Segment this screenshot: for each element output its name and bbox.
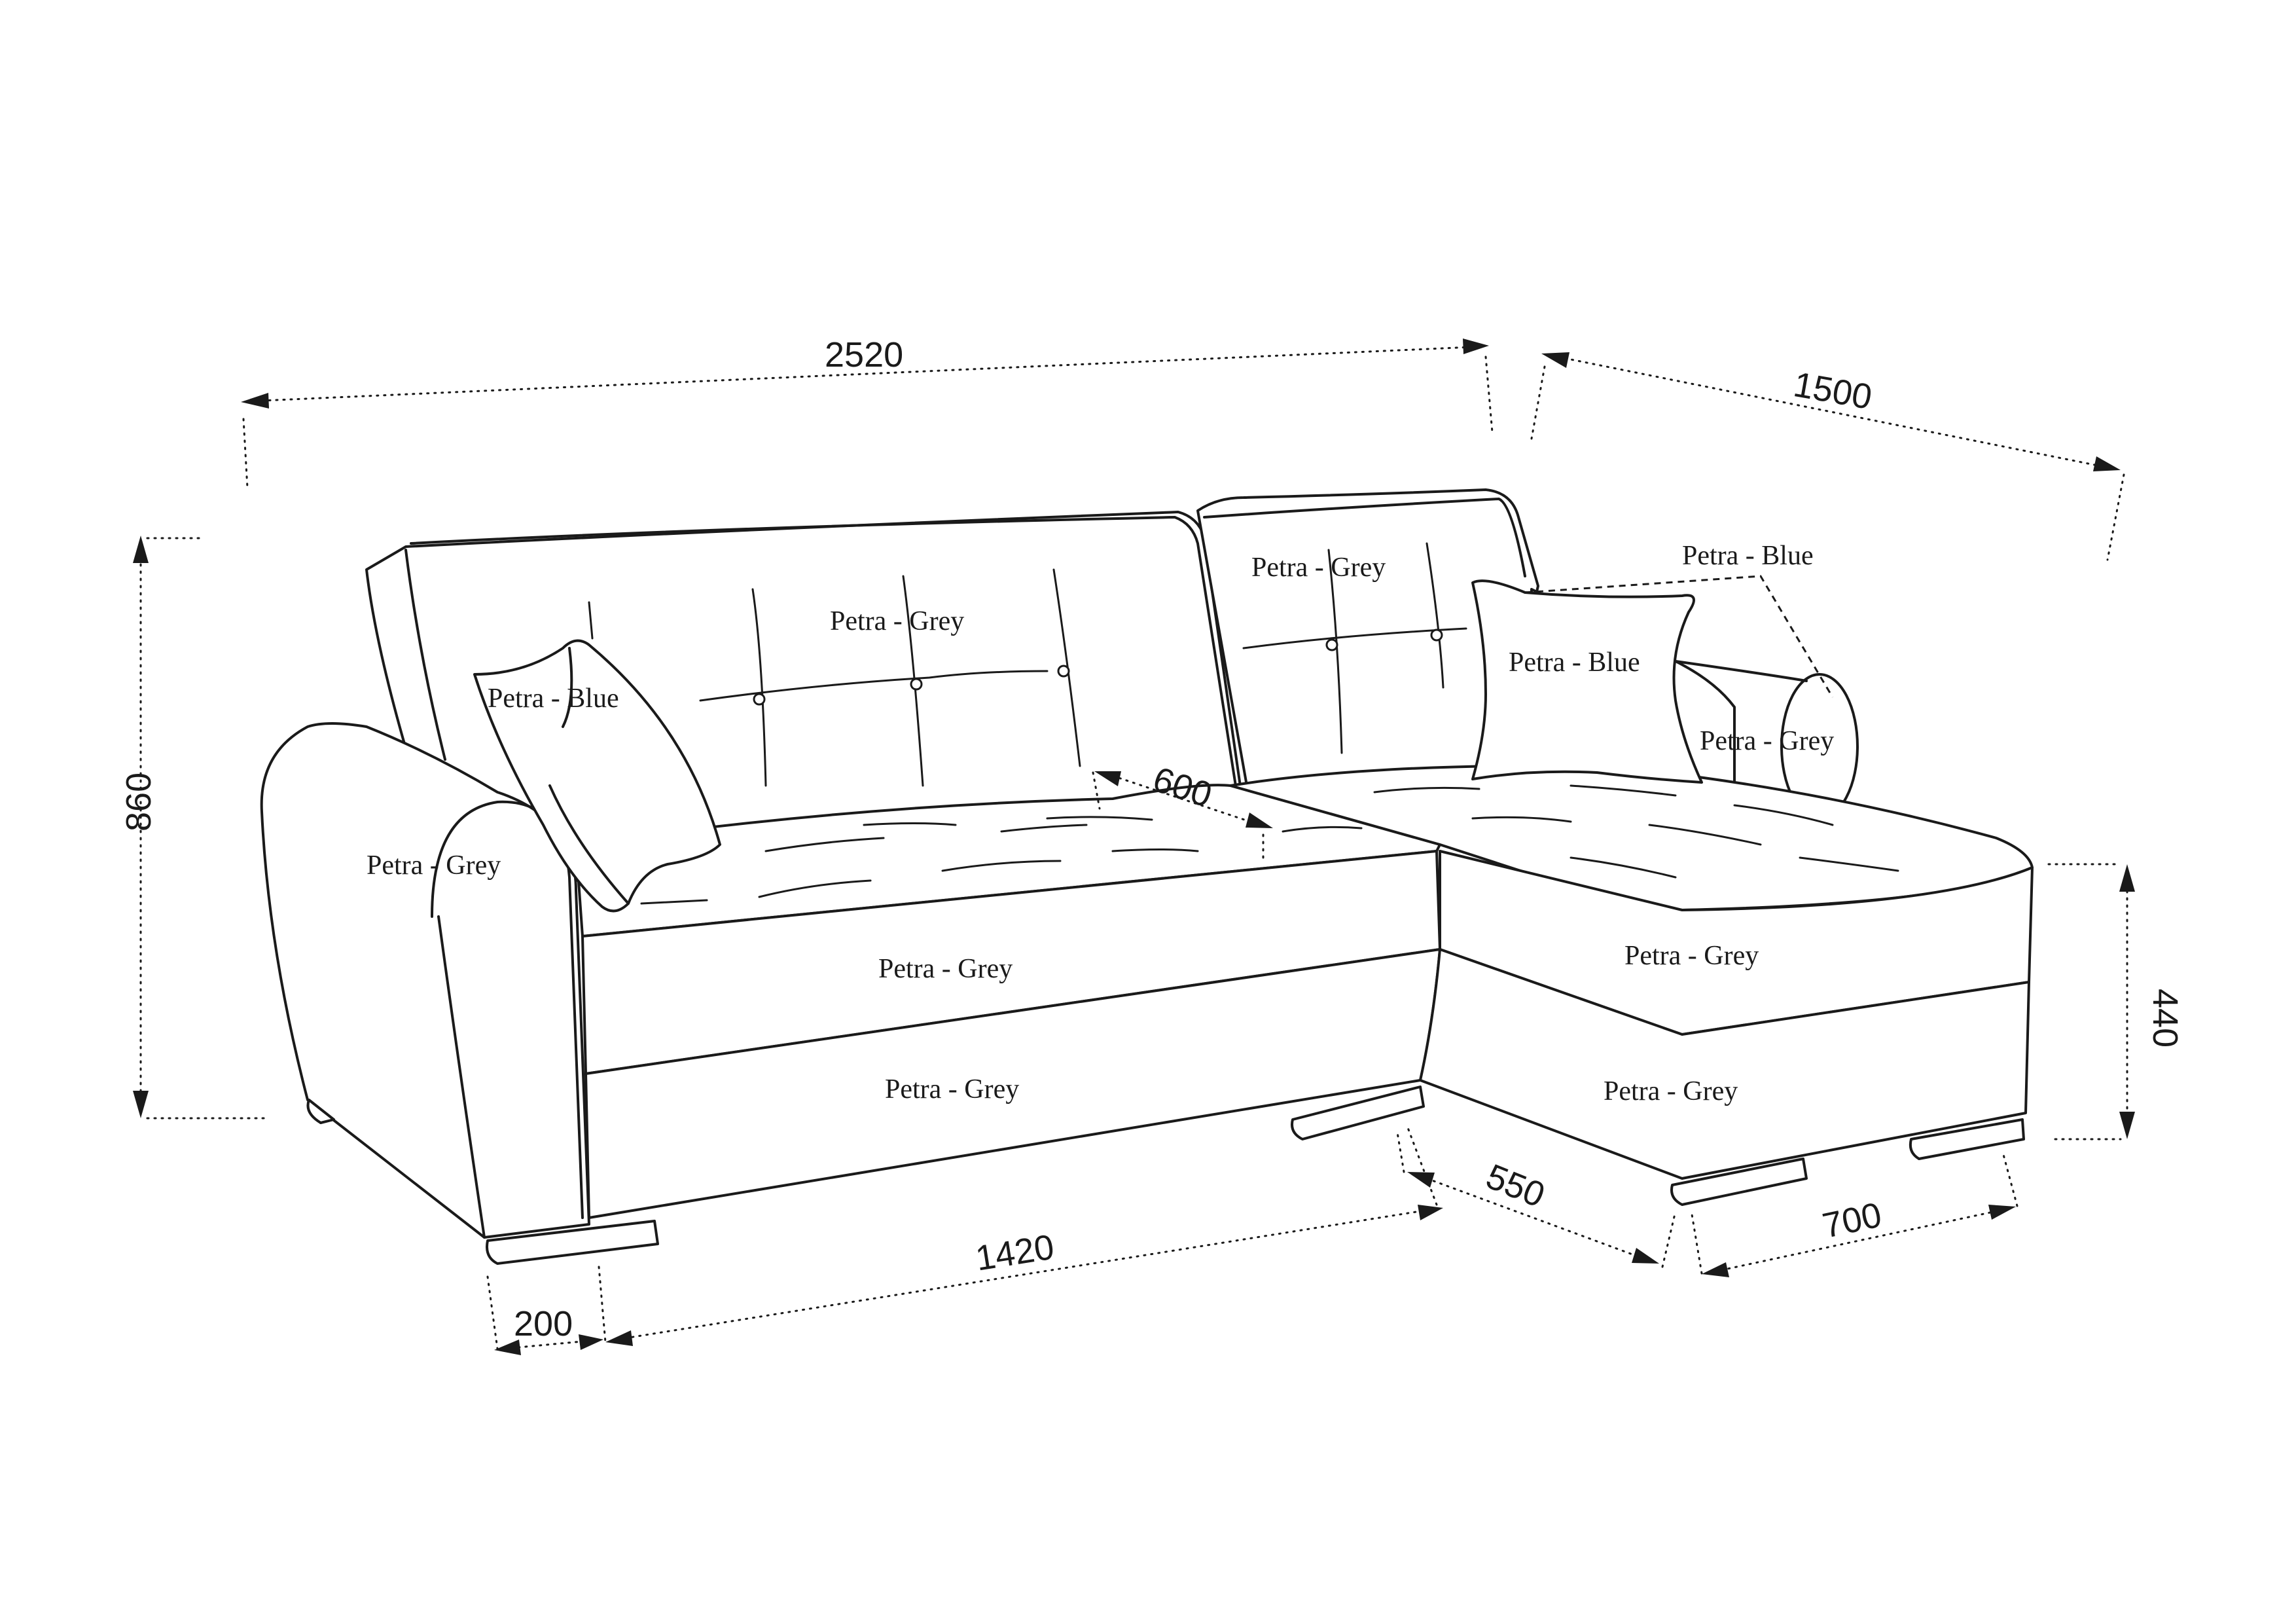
tufting bbox=[588, 542, 1899, 905]
material-chaise-back: Petra - Grey bbox=[1251, 553, 1386, 583]
sofa-body bbox=[260, 488, 2034, 1265]
tuft-button bbox=[910, 678, 923, 691]
dim-chaise-width: 550 bbox=[1480, 1157, 1550, 1215]
dim-seat-height: 440 bbox=[2145, 989, 2185, 1048]
leg-chaise-right bbox=[1909, 1118, 2025, 1160]
chaise-backrest bbox=[1196, 488, 1539, 787]
main-backrest-inner bbox=[404, 549, 446, 761]
dim-height: 860 bbox=[119, 773, 158, 831]
dimension-lines bbox=[133, 338, 2135, 1355]
material-front-upper: Petra - Grey bbox=[878, 954, 1013, 984]
material-left-arm: Petra - Grey bbox=[367, 850, 501, 881]
tuft-button bbox=[1057, 665, 1070, 678]
chaise-front-lower bbox=[1419, 948, 2030, 1180]
dim-arm-width: 200 bbox=[514, 1304, 573, 1343]
left-arm-front-edge bbox=[437, 915, 486, 1239]
dim-chaise-length: 1500 bbox=[1791, 365, 1875, 417]
leg-chaise-front bbox=[1670, 1158, 1808, 1206]
callout-leader bbox=[1524, 575, 1834, 698]
dim-total-width: 2520 bbox=[825, 335, 903, 374]
tuft-button bbox=[753, 693, 766, 706]
material-chaise-lower: Petra - Grey bbox=[1604, 1076, 1738, 1106]
material-right-pillow: Petra - Blue bbox=[1509, 647, 1640, 678]
leg-left-back bbox=[306, 1099, 335, 1124]
dim-chaise-depth: 700 bbox=[1819, 1195, 1885, 1245]
leg-middle bbox=[1291, 1085, 1425, 1140]
leg-left-front bbox=[486, 1220, 659, 1265]
main-seat bbox=[575, 784, 1441, 938]
chaise-front-upper bbox=[1439, 850, 2034, 1036]
right-pillow bbox=[1471, 579, 1703, 784]
chaise-backrest-piping bbox=[1203, 498, 1526, 577]
material-chaise-callout: Petra - Blue bbox=[1682, 541, 1814, 571]
left-arm bbox=[260, 722, 590, 1239]
material-front-lower: Petra - Grey bbox=[885, 1074, 1019, 1104]
material-chaise-upper: Petra - Grey bbox=[1624, 941, 1759, 971]
left-pillow-fold bbox=[548, 647, 630, 905]
tuft-button bbox=[1325, 638, 1338, 651]
left-pillow bbox=[473, 639, 721, 913]
main-backrest-piping bbox=[410, 516, 1242, 816]
tuft-button bbox=[1430, 629, 1443, 642]
material-main-back: Petra - Grey bbox=[830, 606, 964, 636]
chaise-bolster-top bbox=[1674, 660, 1808, 682]
material-bolster: Petra - Grey bbox=[1700, 726, 1834, 756]
material-left-pillow: Petra - Blue bbox=[488, 684, 619, 714]
